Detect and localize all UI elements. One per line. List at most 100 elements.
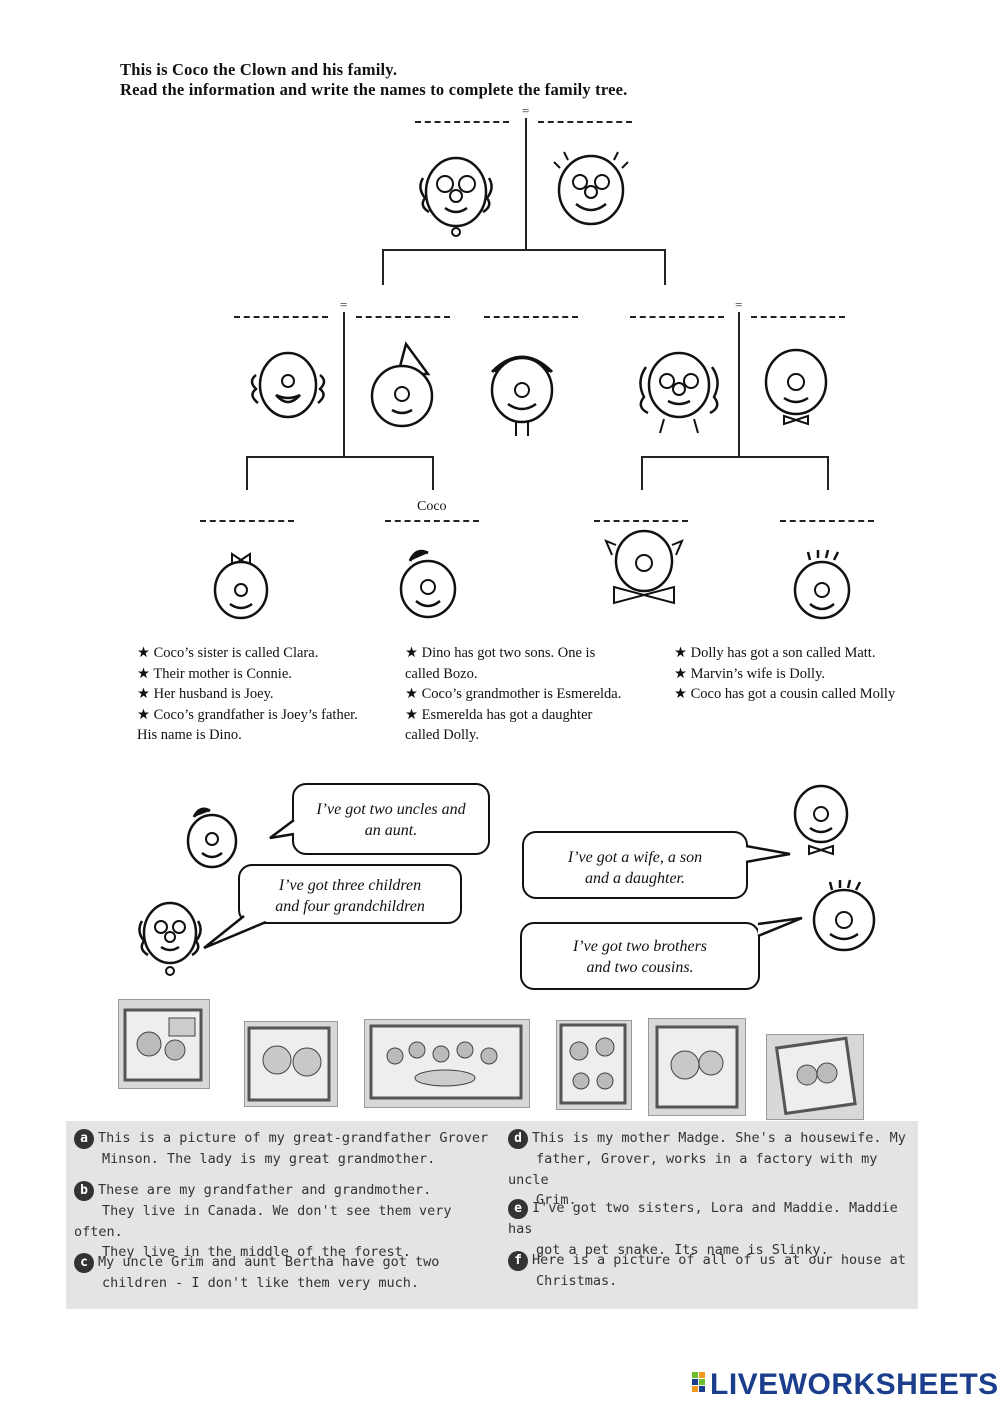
name-blank-father[interactable] xyxy=(356,316,450,318)
marriage-symbol: = xyxy=(522,103,529,119)
name-blank-aunt-husband[interactable] xyxy=(751,316,845,318)
family-photo-6 xyxy=(766,1034,864,1120)
given-name-coco: Coco xyxy=(417,499,447,515)
picture-frame-icon xyxy=(365,1020,529,1107)
tree-line xyxy=(382,249,666,251)
speech-bubble-3: I’ve got a wife, a son and a daughter. xyxy=(522,831,748,899)
reading-line: These are my grandfather and grandmother… xyxy=(98,1182,431,1198)
aunt-face-icon xyxy=(634,345,724,437)
father-face-icon xyxy=(362,340,442,432)
reading-line: This is a picture of my great-grandfathe… xyxy=(98,1130,488,1146)
bubble-tail xyxy=(266,818,298,842)
tree-line xyxy=(246,456,248,490)
clue-text: ★ Esmerelda has got a daughter xyxy=(405,705,667,726)
speaker-grandmother-face-icon xyxy=(134,895,206,979)
speaker-coco-face-icon xyxy=(180,803,244,873)
bubble-text: I’ve got two brothers xyxy=(522,936,758,957)
tree-line xyxy=(827,456,829,490)
bubble-text: I’ve got a wife, a son xyxy=(524,847,746,868)
clue-text: ★ Coco has got a cousin called Molly xyxy=(674,684,936,705)
bubble-tail xyxy=(744,842,794,868)
reading-line: My uncle Grim and aunt Bertha have got t… xyxy=(98,1254,439,1270)
clue-text: ★ Coco’s grandfather is Joey’s father. xyxy=(137,705,399,726)
clue-text: called Bozo. xyxy=(405,664,667,685)
item-letter-badge: b xyxy=(74,1181,94,1201)
clues-column-2: ★ Dino has got two sons. One is called B… xyxy=(405,643,667,746)
grandmother-face-icon xyxy=(415,148,497,240)
tree-line xyxy=(641,456,643,490)
tree-line xyxy=(664,249,666,285)
reading-line: Minson. The lady is my great grandmother… xyxy=(74,1151,435,1167)
item-letter-badge: d xyxy=(508,1129,528,1149)
bubble-tail xyxy=(756,914,804,940)
family-photo-2 xyxy=(244,1021,338,1107)
speech-bubble-1: I’ve got two uncles and an aunt. xyxy=(292,783,490,855)
clue-text: ★ Dolly has got a son called Matt. xyxy=(674,643,936,664)
clue-text: ★ Dino has got two sons. One is xyxy=(405,643,667,664)
bubble-text: I’ve got two uncles and xyxy=(294,799,488,820)
name-blank-grandmother[interactable] xyxy=(415,121,509,123)
picture-frame-icon xyxy=(767,1035,863,1119)
tree-line xyxy=(525,118,527,250)
title-line-1: This is Coco the Clown and his family. xyxy=(120,60,627,80)
tree-line xyxy=(382,249,384,285)
tree-line xyxy=(343,312,345,457)
uncle-face-icon xyxy=(484,344,560,440)
family-photo-5 xyxy=(648,1018,746,1116)
cousin-1-face-icon xyxy=(600,525,688,607)
tree-line xyxy=(738,312,740,457)
clues-column-3: ★ Dolly has got a son called Matt. ★ Mar… xyxy=(674,643,936,705)
clue-text: ★ Their mother is Connie. xyxy=(137,664,399,685)
picture-frame-icon xyxy=(119,1000,209,1088)
marriage-symbol: = xyxy=(735,297,742,313)
title-line-2: Read the information and write the names… xyxy=(120,80,627,100)
item-letter-badge: e xyxy=(508,1199,528,1219)
name-blank-grandfather[interactable] xyxy=(538,121,632,123)
clue-text: ★ Coco’s sister is called Clara. xyxy=(137,643,399,664)
worksheet-title: This is Coco the Clown and his family. R… xyxy=(120,60,627,100)
speech-bubble-4: I’ve got two brothers and two cousins. xyxy=(520,922,760,990)
picture-frame-icon xyxy=(557,1021,631,1109)
mother-face-icon xyxy=(246,345,330,427)
picture-frame-icon xyxy=(649,1019,745,1115)
bubble-text: and two cousins. xyxy=(522,957,758,978)
reading-line: They live in Canada. We don't see them v… xyxy=(74,1203,452,1240)
clue-text: ★ Marvin’s wife is Dolly. xyxy=(674,664,936,685)
liveworksheets-brand[interactable]: LIVEWORKSHEETS xyxy=(710,1368,999,1402)
clue-text: ★ Coco’s grandmother is Esmerelda. xyxy=(405,684,667,705)
family-photo-3 xyxy=(364,1019,530,1108)
sister-face-icon xyxy=(208,548,274,624)
speaker-uncle-face-icon xyxy=(786,780,856,862)
tree-line xyxy=(641,456,829,458)
name-blank-uncle[interactable] xyxy=(484,316,578,318)
speaker-cousin-face-icon xyxy=(802,878,886,956)
reading-line: I've got two sisters, Lora and Maddie. M… xyxy=(508,1200,898,1237)
item-letter-badge: c xyxy=(74,1253,94,1273)
name-blank-cousin-1[interactable] xyxy=(594,520,688,522)
bubble-text: an aunt. xyxy=(294,820,488,841)
clue-text: His name is Dino. xyxy=(137,725,399,746)
clues-column-1: ★ Coco’s sister is called Clara. ★ Their… xyxy=(137,643,399,746)
clue-text: ★ Her husband is Joey. xyxy=(137,684,399,705)
name-blank-sister[interactable] xyxy=(200,520,294,522)
item-letter-badge: f xyxy=(508,1251,528,1271)
name-blank-mother[interactable] xyxy=(234,316,328,318)
bubble-text: and a daughter. xyxy=(524,868,746,889)
reading-line: children - I don't like them very much. xyxy=(74,1275,419,1291)
name-blank-cousin-2[interactable] xyxy=(780,520,874,522)
liveworksheets-logo-icon xyxy=(692,1372,706,1398)
bubble-text: I’ve got three children xyxy=(240,875,460,896)
bubble-tail xyxy=(200,914,270,952)
name-blank-aunt[interactable] xyxy=(630,316,724,318)
bubble-text: and four grandchildren xyxy=(240,896,460,917)
aunt-husband-face-icon xyxy=(758,344,834,426)
reading-line: Here is a picture of all of us at our ho… xyxy=(532,1252,906,1268)
grandfather-face-icon xyxy=(548,148,634,232)
item-letter-badge: a xyxy=(74,1129,94,1149)
reading-line: father, Grover, works in a factory with … xyxy=(508,1151,877,1188)
coco-face-icon xyxy=(392,545,464,625)
family-photo-1 xyxy=(118,999,210,1089)
